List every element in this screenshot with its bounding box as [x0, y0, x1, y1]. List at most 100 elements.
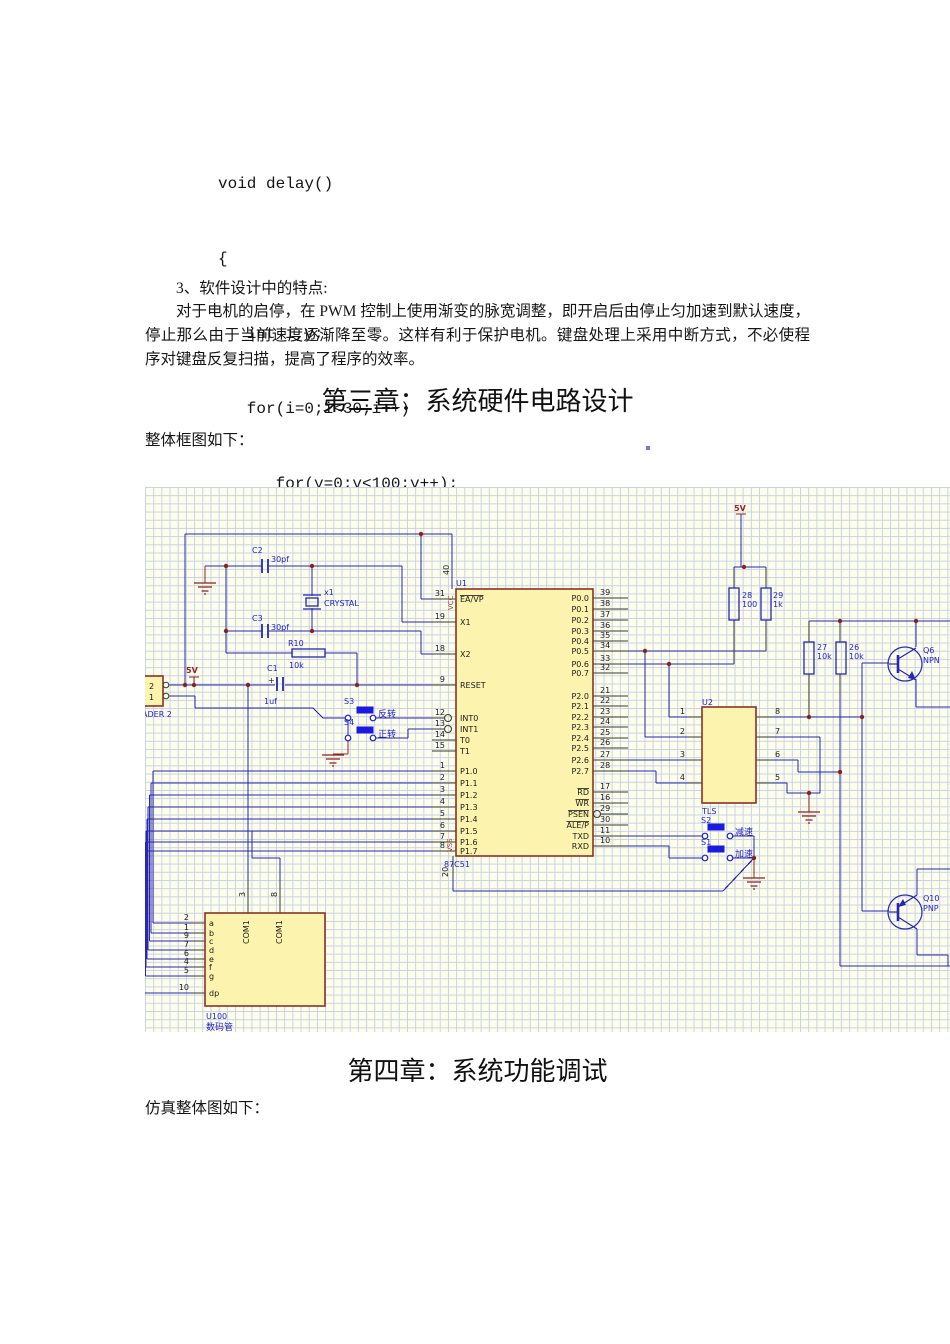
header-connector-body [145, 675, 164, 707]
schematic-labels: EA/VPX1X2RESETINT0INT1T0T1P1.0P1.1P1.2P1… [145, 504, 940, 1032]
sch-label: 8 [440, 841, 445, 850]
capacitors [261, 559, 284, 691]
sch-label: 1 [149, 693, 154, 702]
junction-dot [837, 769, 843, 775]
sch-label: C1 [267, 664, 278, 673]
capacitor-c2 [261, 559, 269, 573]
sch-label: 7 [440, 832, 445, 841]
sch-label: 5V [734, 504, 747, 513]
sch-label: 3 [440, 785, 445, 794]
sch-label: RXD [572, 842, 589, 851]
sch-label: 87C51 [444, 860, 470, 869]
sch-label: 6 [775, 750, 780, 759]
ground-symbols [194, 582, 820, 890]
sch-label: 19 [435, 612, 445, 621]
sch-label: P2.4 [571, 734, 589, 743]
sch-label: 8 [775, 707, 780, 716]
sch-label: 26 [849, 643, 859, 652]
sch-label: 12 [435, 708, 445, 717]
sch-label: 20 [441, 867, 450, 877]
sch-label: P2.7 [571, 767, 589, 776]
int1-bubble [443, 724, 453, 734]
sch-label: 2 [149, 682, 154, 691]
switches [344, 706, 734, 862]
sch-label: 21 [600, 686, 610, 695]
sch-label: P2.2 [571, 713, 589, 722]
sch-label: P1.2 [460, 791, 478, 800]
switch-s3 [344, 706, 377, 722]
sch-label: 1 [440, 761, 445, 770]
sch-label: INT1 [460, 725, 478, 734]
sch-label: 29 [600, 804, 610, 813]
body-paragraph: 对于电机的启停，在 PWM 控制上使用渐变的脉宽调整，即开启后由停止匀加速到默认… [145, 303, 810, 369]
switch-s2 [701, 823, 734, 840]
sch-label: S2 [701, 816, 711, 825]
sch-label: 减速 [735, 826, 753, 838]
sch-label: P0.4 [571, 637, 589, 646]
sch-label: S3 [344, 697, 354, 706]
sch-label: 30 [600, 815, 610, 824]
sch-label: CRYSTAL [324, 599, 359, 608]
sch-label: 反转 [378, 708, 396, 720]
resistor-r10 [291, 648, 326, 658]
sch-label: 2 [680, 727, 685, 736]
power-wires [189, 513, 810, 878]
transistor-q10 [887, 894, 923, 930]
sch-label: ADER 2 [145, 710, 172, 719]
sch-label: 24 [600, 717, 610, 726]
sch-label: 6 [440, 821, 445, 830]
u1-mcu-body [455, 588, 594, 857]
sch-label: x1 [324, 588, 334, 597]
sch-label: 1uf [264, 697, 277, 706]
sch-label: P2.6 [571, 756, 589, 765]
sch-label: TLS [701, 807, 716, 816]
sch-label: 10k [817, 652, 832, 661]
sch-label: 17 [600, 782, 610, 791]
sch-label: X1 [460, 618, 471, 627]
sch-label: 28 [742, 591, 752, 600]
sch-label: U1 [456, 579, 467, 588]
sch-label: 36 [600, 621, 610, 630]
sch-label: 26 [600, 738, 610, 747]
resistors [291, 587, 847, 675]
junction-dot [309, 563, 315, 569]
sch-label: 16 [600, 793, 610, 802]
sch-label: P1.3 [460, 803, 478, 812]
sch-label: Q6 [923, 646, 934, 655]
stray-anchor-mark [646, 446, 650, 450]
sch-label: C3 [252, 614, 263, 623]
sch-label: COM1 [242, 920, 251, 944]
code-line: int i,y; [218, 325, 324, 343]
junction-dot [751, 855, 757, 861]
sch-label: S4 [344, 718, 354, 727]
resistor-r26 [835, 641, 847, 675]
sch-label: 1 [184, 923, 189, 932]
sch-label: 加速 [735, 849, 753, 860]
sch-label: 15 [435, 741, 445, 750]
ground-icon [798, 811, 820, 824]
junction-dot [666, 661, 672, 667]
pin-bubbles [443, 713, 602, 819]
capacitor-c1 [276, 677, 284, 691]
junction-dot [309, 628, 315, 634]
sch-label: 31 [435, 589, 445, 598]
sch-label: 30pf [271, 623, 289, 632]
sch-label: 5 [775, 773, 780, 782]
sch-label: 4 [184, 957, 189, 966]
sch-label: 5V [186, 666, 199, 675]
sch-label: 39 [600, 588, 610, 597]
sch-label: e [209, 955, 214, 964]
sch-label: a [209, 919, 214, 928]
junction-dots [182, 531, 919, 861]
sch-label: P0.3 [571, 627, 589, 636]
junction-dot [223, 563, 229, 569]
sch-label: 25 [600, 728, 610, 737]
sch-label: P0.1 [571, 605, 589, 614]
sch-label: WR [576, 799, 590, 808]
sch-label: 2 [184, 913, 189, 922]
sch-label: 9 [184, 931, 189, 940]
sch-label: 5 [184, 966, 189, 975]
sch-label: 7 [775, 727, 780, 736]
junction-dot [223, 628, 229, 634]
sch-label: P2.0 [571, 692, 589, 701]
